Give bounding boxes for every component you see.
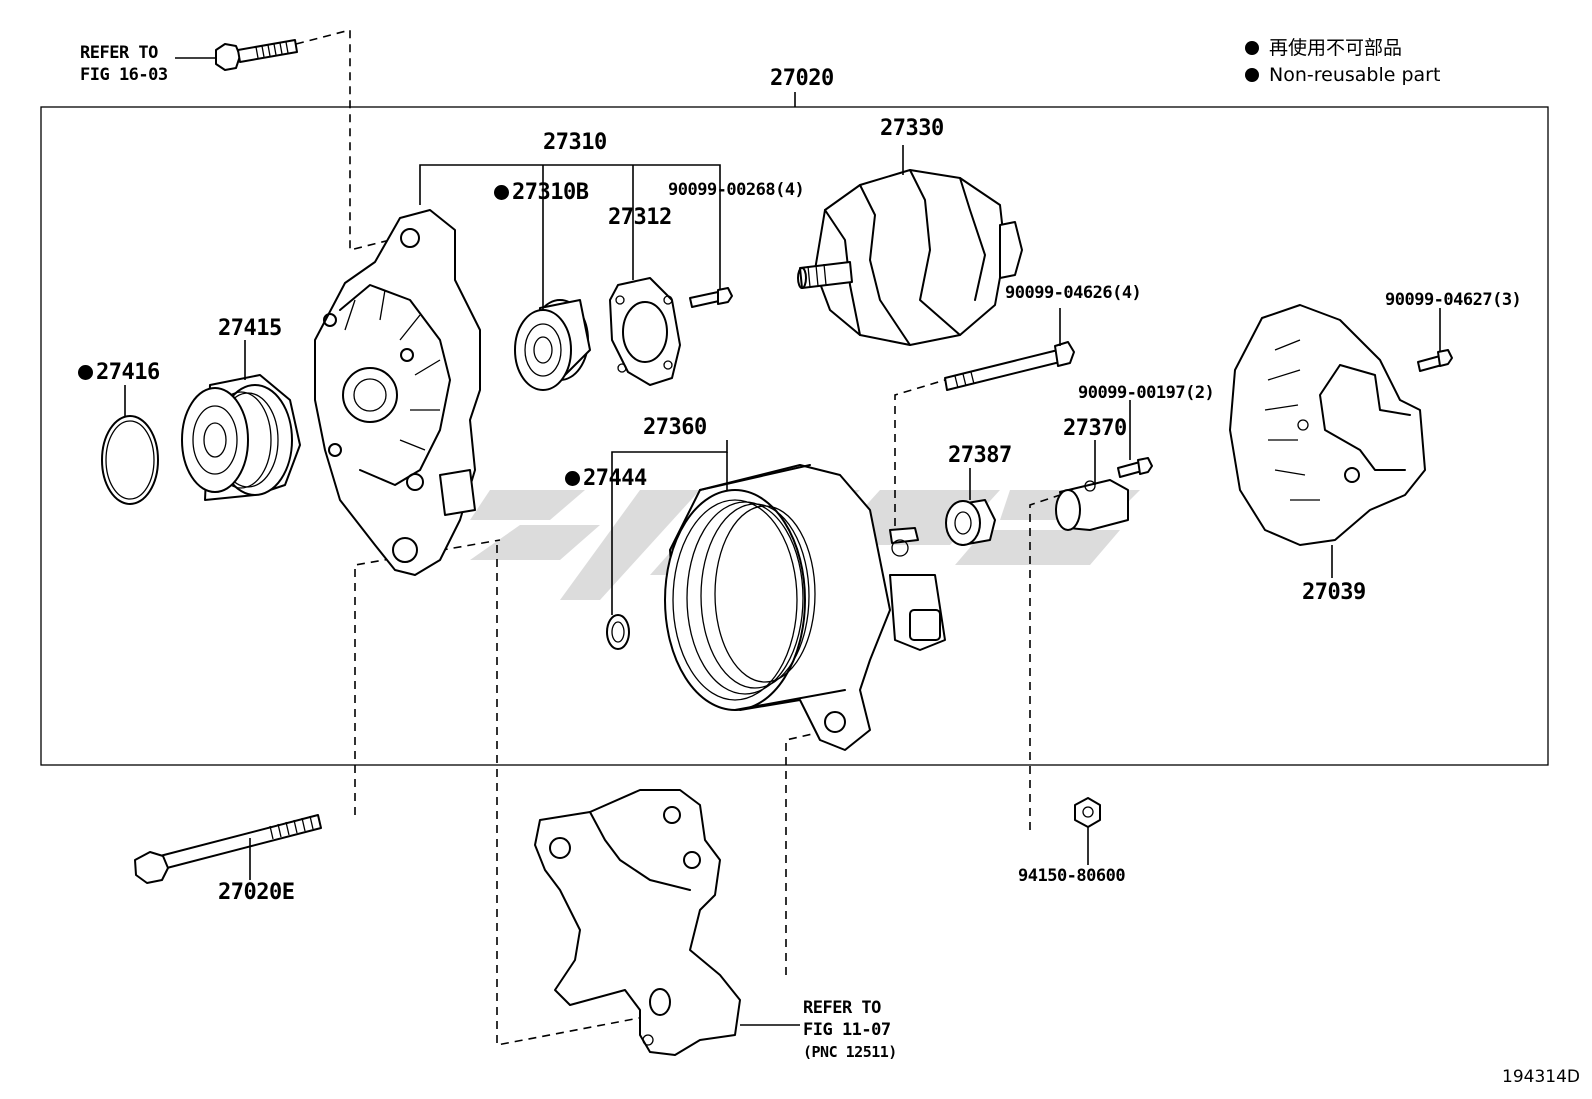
- non-reusable-dot-icon: [494, 185, 509, 200]
- part-label-27444[interactable]: 27444: [565, 468, 647, 490]
- part-label-27310B[interactable]: 27310B: [494, 180, 589, 205]
- pulley-icon: [181, 374, 301, 501]
- refer-bottom-line3[interactable]: (PNC 12511): [803, 1043, 897, 1061]
- legend-row-en: Non-reusable part: [1245, 62, 1440, 89]
- part-label-27020[interactable]: 27020: [770, 66, 834, 91]
- part-27310B-text: 27310B: [512, 180, 589, 205]
- mounting-bolt-27020E-icon: [134, 814, 322, 884]
- part-label-90099-04627[interactable]: 90099-04627(3): [1385, 290, 1522, 310]
- part-label-27330[interactable]: 27330: [880, 116, 944, 141]
- non-reusable-dot-icon: [565, 471, 580, 486]
- non-reusable-dot-icon: [78, 365, 93, 380]
- refer-bottom-line1[interactable]: REFER TO: [803, 998, 881, 1018]
- part-label-27360[interactable]: 27360: [643, 415, 707, 440]
- top-mounting-bolt-icon: [215, 39, 298, 71]
- screw-04627-icon: [1417, 349, 1453, 372]
- refer-bottom-line2[interactable]: FIG 11-07: [803, 1020, 891, 1040]
- screw-00197-icon: [1117, 457, 1153, 478]
- legend: 再使用不可部品 Non-reusable part: [1245, 35, 1440, 89]
- alignment-lines: [295, 28, 1061, 1046]
- part-label-94150-80600[interactable]: 94150-80600: [1018, 866, 1126, 886]
- mounting-bracket-icon: [534, 789, 741, 1056]
- screw-00268-icon: [689, 287, 733, 308]
- washer-icon: [606, 614, 630, 650]
- part-27444-text: 27444: [583, 466, 647, 491]
- legend-jp-text: 再使用不可部品: [1269, 37, 1403, 59]
- refer-top-line2[interactable]: FIG 16-03: [80, 65, 168, 85]
- bushing-icon: [945, 499, 996, 546]
- part-label-27370[interactable]: 27370: [1063, 416, 1127, 441]
- seal-ring-icon: [101, 415, 159, 505]
- drive-end-frame-icon: [314, 209, 481, 576]
- part-label-90099-00197[interactable]: 90099-00197(2): [1078, 383, 1215, 403]
- part-label-90099-04626[interactable]: 90099-04626(4): [1005, 283, 1142, 303]
- image-code: 194314D: [1502, 1067, 1580, 1087]
- rear-cover-icon: [1229, 304, 1426, 546]
- stator-housing-icon: [664, 464, 946, 751]
- terminal-plug-icon: [1055, 479, 1129, 531]
- part-label-27020E[interactable]: 27020E: [218, 880, 295, 905]
- leader-lines: [124, 145, 1441, 1026]
- part-label-27039[interactable]: 27039: [1302, 580, 1366, 605]
- bearing-icon: [514, 299, 591, 391]
- nut-94150-icon: [1074, 797, 1101, 828]
- part-27416-text: 27416: [96, 360, 160, 385]
- non-reusable-dot-icon: [1245, 41, 1259, 55]
- non-reusable-dot-icon: [1245, 68, 1259, 82]
- part-label-27415[interactable]: 27415: [218, 316, 282, 341]
- part-label-90099-00268[interactable]: 90099-00268(4): [668, 180, 805, 200]
- refer-top-line1[interactable]: REFER TO: [80, 43, 158, 63]
- legend-en-text: Non-reusable part: [1269, 64, 1441, 86]
- legend-row-jp: 再使用不可部品: [1245, 35, 1440, 62]
- part-label-27312[interactable]: 27312: [608, 205, 672, 230]
- rotor-icon: [797, 169, 1023, 346]
- part-label-27416[interactable]: 27416: [78, 362, 160, 384]
- long-bolt-04626-icon: [944, 341, 1075, 391]
- part-label-27310[interactable]: 27310: [543, 130, 607, 155]
- retainer-plate-icon: [609, 277, 681, 386]
- part-label-27387[interactable]: 27387: [948, 443, 1012, 468]
